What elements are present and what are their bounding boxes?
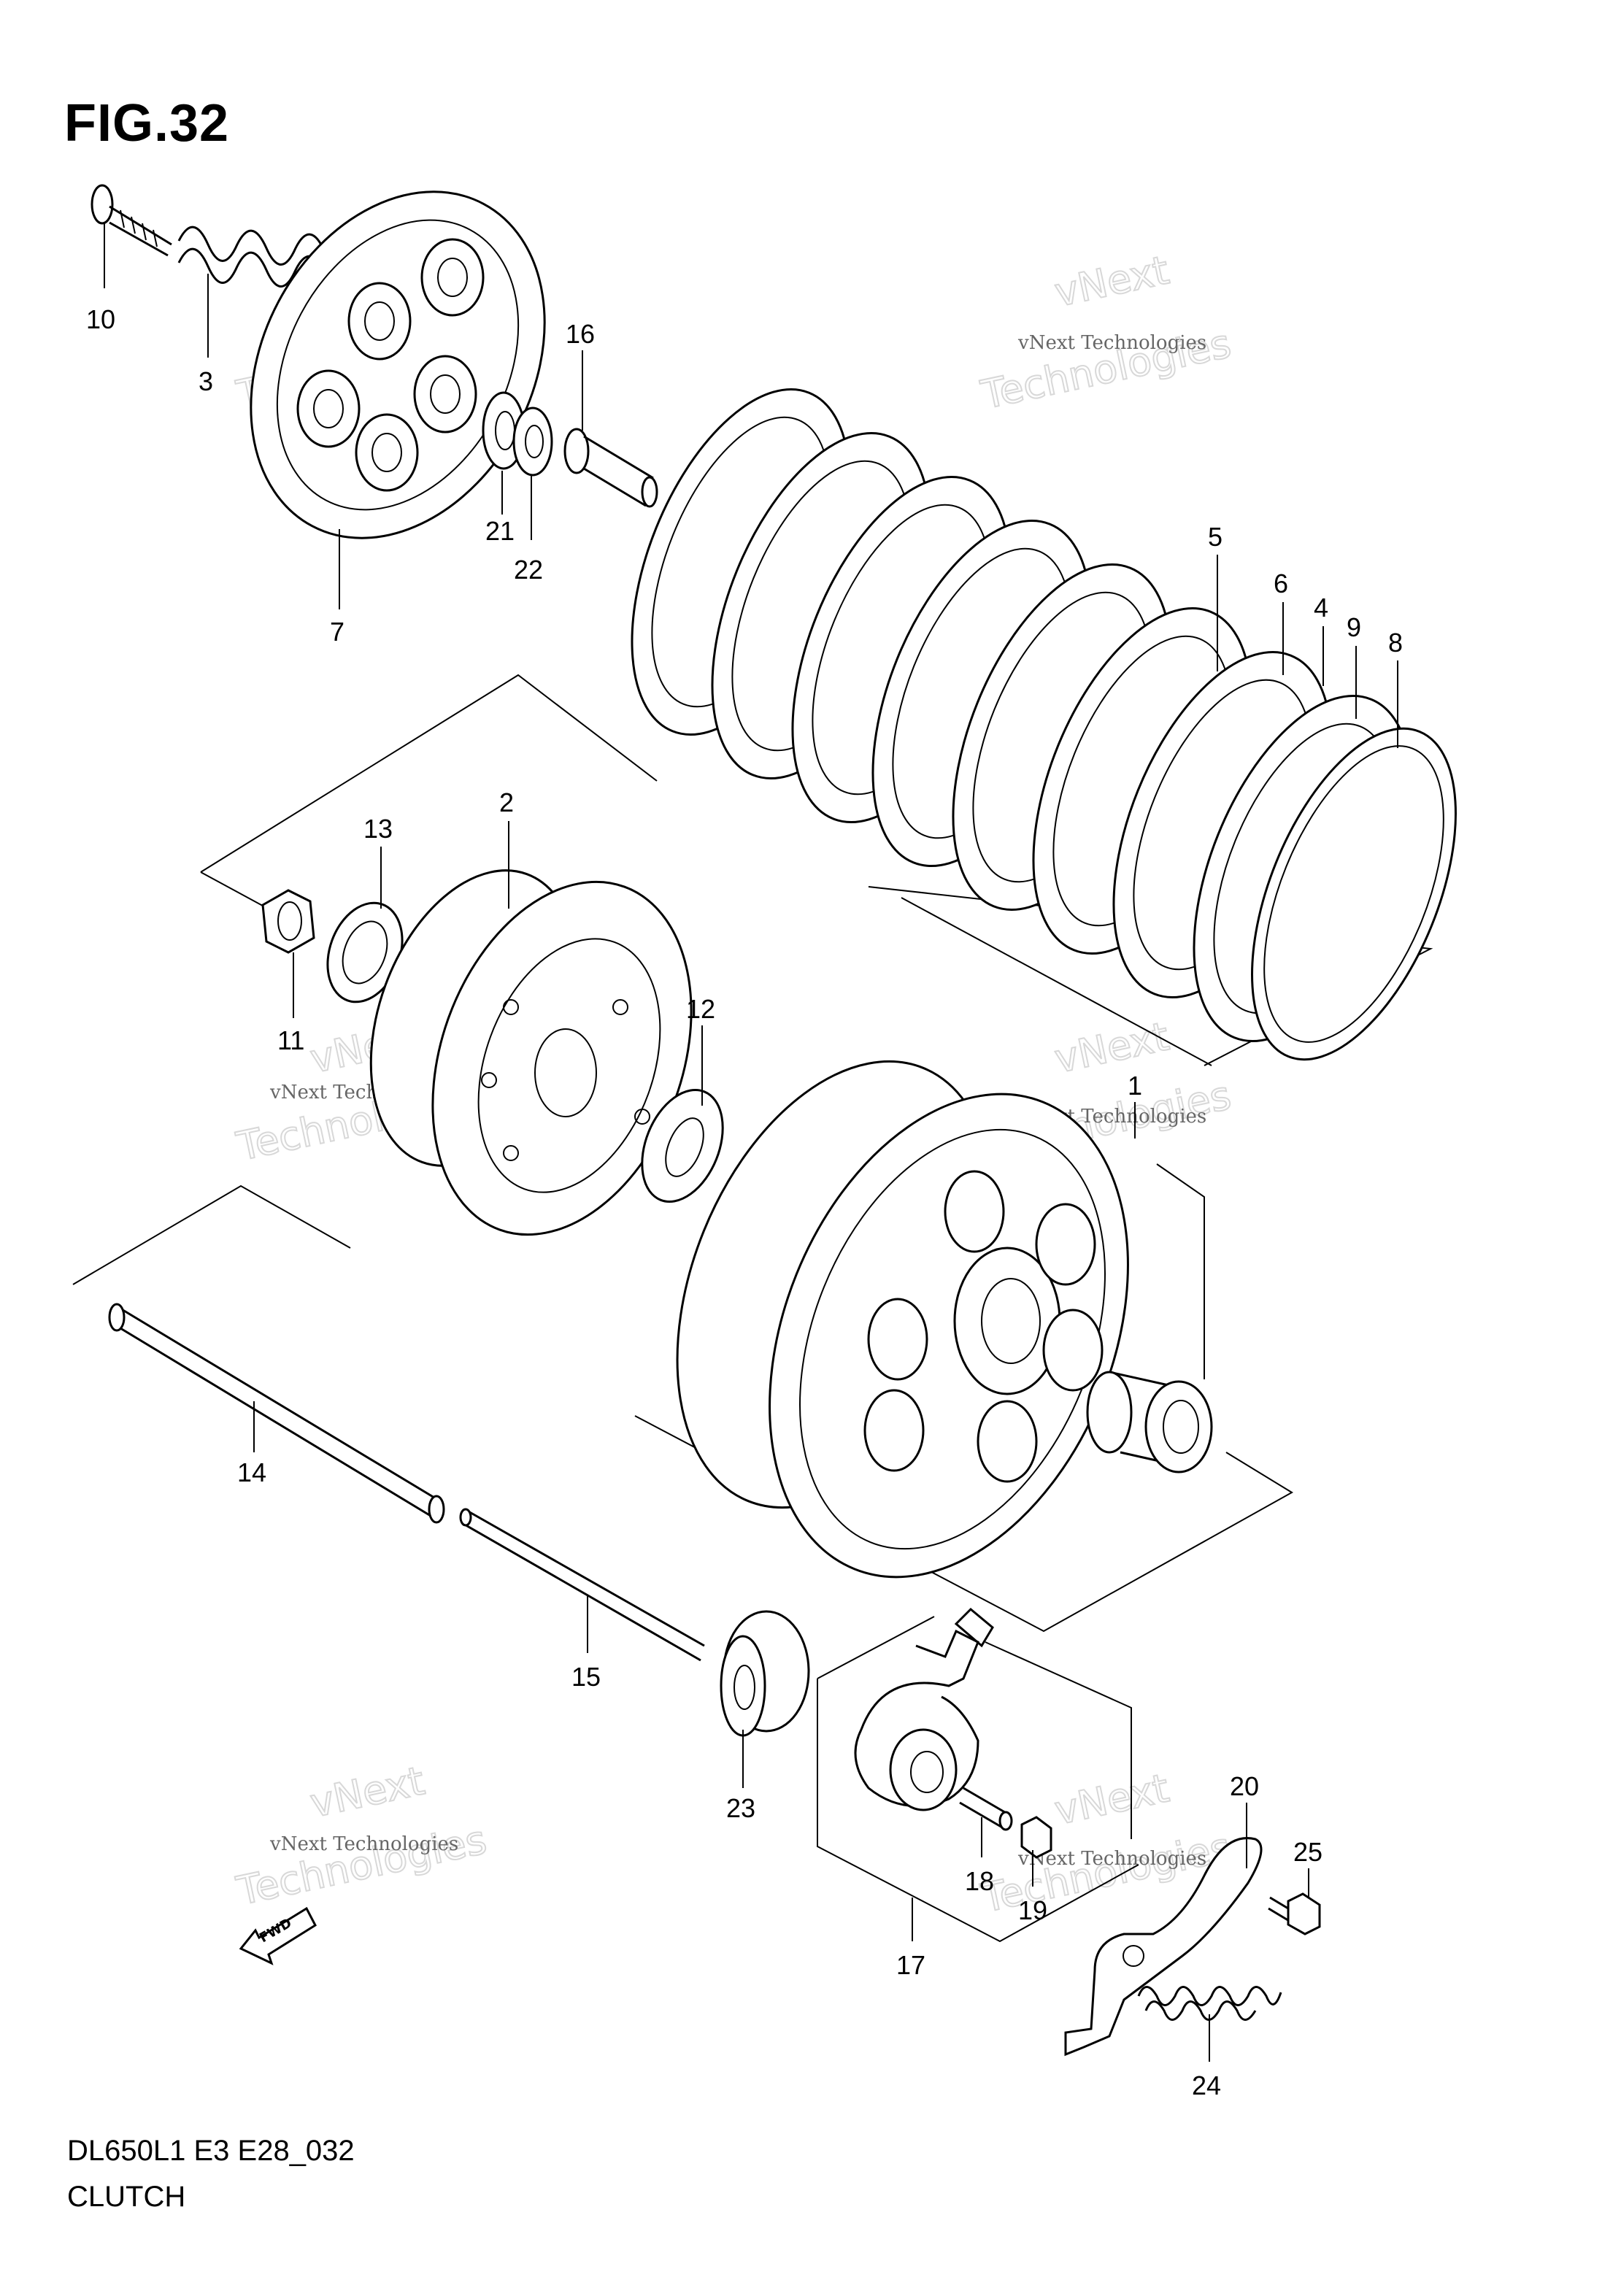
callout-18: 18 <box>965 1866 994 1896</box>
part-12-thrust-washer <box>641 1088 724 1203</box>
part-10-bolt <box>91 184 172 257</box>
clutch-plate-stack <box>631 388 1457 1061</box>
watermark-big: Technologies <box>233 1817 490 1914</box>
callout-20: 20 <box>1230 1771 1259 1801</box>
callout-17: 17 <box>896 1950 925 1980</box>
leader-lines <box>104 223 1398 2062</box>
watermark-text: vNext Technologies <box>269 1833 458 1855</box>
part-15-rod <box>459 1508 705 1662</box>
diagram-code: DL650L1 E3 E28_032 <box>67 2135 355 2167</box>
part-16-pushpiece <box>563 428 658 508</box>
callout-labels: 10 3 7 16 21 22 5 6 4 9 8 2 13 11 12 1 1… <box>86 304 1403 2100</box>
part-20-bracket <box>1064 1837 1263 2057</box>
callout-9: 9 <box>1347 612 1361 642</box>
plate-group-outline <box>200 674 1433 1066</box>
callout-23: 23 <box>726 1793 755 1823</box>
part-18-bleeder-screw <box>959 1787 1013 1831</box>
part-1-clutch-housing <box>676 1060 1129 1579</box>
watermark-big: vNext <box>1051 247 1173 315</box>
callout-21: 21 <box>485 516 515 546</box>
part-22-bearing <box>512 407 553 477</box>
callout-5: 5 <box>1208 522 1223 552</box>
part-24-spring <box>1137 1986 1282 2021</box>
callout-15: 15 <box>571 1662 601 1692</box>
watermark-text: vNext Technologies <box>1017 332 1206 354</box>
callout-11: 11 <box>277 1025 304 1055</box>
callout-10: 10 <box>86 304 115 334</box>
watermark-big: vNext <box>1051 1765 1173 1833</box>
part-17-release-cylinder <box>854 1607 994 1811</box>
watermark-big: vNext <box>307 1757 428 1826</box>
figure-title: FIG.32 <box>64 94 230 153</box>
diagram-name: CLUTCH <box>67 2181 186 2213</box>
part-19-cap <box>1020 1816 1052 1859</box>
callout-25: 25 <box>1293 1837 1322 1867</box>
part-7-pressure-plate <box>250 190 546 539</box>
spacer-sleeve <box>1086 1371 1213 1473</box>
callout-12: 12 <box>686 994 715 1024</box>
callout-19: 19 <box>1018 1895 1047 1925</box>
cylinder-group-outline <box>817 1616 1139 1943</box>
part-25-bolt <box>1268 1892 1321 1935</box>
part-14-push-rod <box>108 1303 445 1524</box>
part-2-sleeve-hub <box>369 869 693 1236</box>
part-23-oil-seal <box>720 1610 810 1737</box>
callout-14: 14 <box>237 1457 266 1487</box>
callout-13: 13 <box>363 814 393 844</box>
callout-2: 2 <box>499 787 514 817</box>
part-11-nut <box>261 889 315 954</box>
watermark-big: vNext <box>1051 1013 1173 1082</box>
callout-24: 24 <box>1192 2070 1221 2100</box>
callout-4: 4 <box>1314 593 1328 623</box>
callout-1: 1 <box>1128 1071 1142 1101</box>
callout-6: 6 <box>1274 569 1288 598</box>
forward-arrow-icon: FWD <box>239 1906 317 1965</box>
callout-7: 7 <box>330 617 344 647</box>
callout-22: 22 <box>514 555 543 585</box>
callout-3: 3 <box>199 366 213 396</box>
callout-8: 8 <box>1388 628 1403 658</box>
callout-16: 16 <box>566 319 595 349</box>
